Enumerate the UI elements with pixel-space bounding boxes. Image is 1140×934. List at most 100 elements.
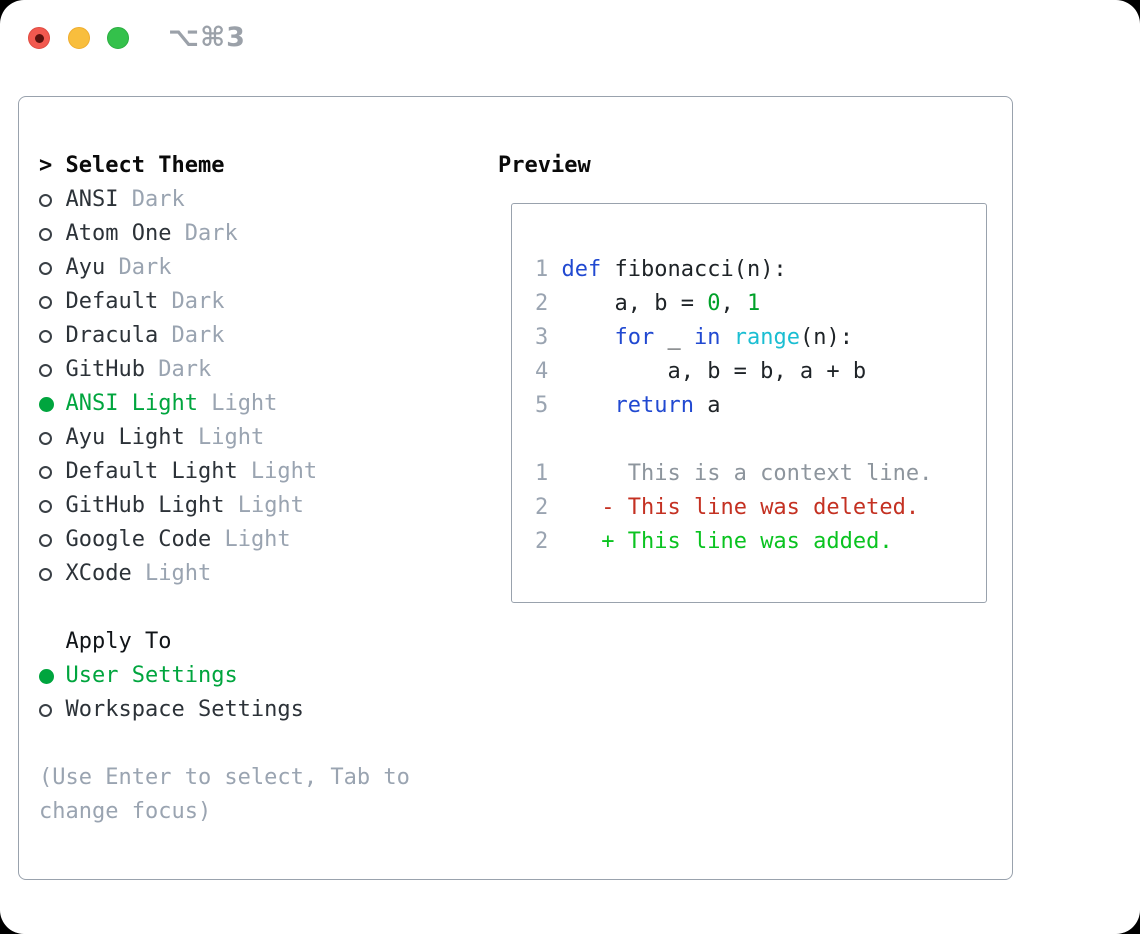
theme-name: Google Code <box>65 527 212 552</box>
code-token: for <box>614 325 655 350</box>
apply-item-user-settings[interactable]: User Settings <box>39 659 499 693</box>
theme-item-xcode[interactable]: XCode Light <box>39 557 499 591</box>
theme-item-github[interactable]: GitHub Dark <box>39 353 499 387</box>
radio-marker <box>39 703 66 717</box>
theme-item-default[interactable]: Default Dark <box>39 285 499 319</box>
radio-unselected-icon <box>39 193 52 207</box>
theme-variant-tag: Light <box>237 459 318 484</box>
radio-selected-icon <box>39 396 54 412</box>
line-number <box>535 427 562 452</box>
radio-unselected-icon <box>39 499 52 513</box>
close-dot-icon <box>34 33 44 43</box>
cursor-icon: > <box>39 153 53 178</box>
code-token: - This line was deleted. <box>601 495 920 520</box>
code-line: 1 def fibonacci(n): <box>535 253 932 287</box>
preview-box: 1 def fibonacci(n): 2 a, b = 0, 1 3 for _ … <box>511 203 987 603</box>
code-token <box>562 495 602 520</box>
minimize-button[interactable] <box>68 27 90 49</box>
code-line: 4 a, b = b, a + b <box>535 355 932 389</box>
code-token: _ <box>654 325 694 350</box>
usage-hint: (Use Enter to select, Tab to change focu… <box>39 765 424 824</box>
line-number: 2 <box>535 291 562 316</box>
theme-variant-tag: Dark <box>158 289 225 314</box>
radio-unselected-icon <box>39 567 52 581</box>
code-preview: 1 def fibonacci(n): 2 a, b = 0, 1 3 for _ … <box>535 253 932 559</box>
code-token: , <box>720 291 747 316</box>
line-number: 2 <box>535 529 562 554</box>
theme-name: Default <box>65 289 159 314</box>
radio-unselected-icon <box>39 227 52 241</box>
code-token: (n): <box>799 325 853 350</box>
theme-name: GitHub <box>65 357 145 382</box>
code-token: return <box>614 393 694 418</box>
code-token: fibonacci(n): <box>601 257 787 282</box>
preview-header: Preview <box>498 153 591 178</box>
radio-unselected-icon <box>39 703 52 717</box>
spacer <box>39 591 499 625</box>
radio-unselected-icon <box>39 329 52 343</box>
code-token <box>562 529 602 554</box>
theme-item-github-light[interactable]: GitHub Light Light <box>39 489 499 523</box>
close-button[interactable] <box>28 27 50 49</box>
code-token: def <box>561 257 602 282</box>
apply-item-workspace-settings[interactable]: Workspace Settings <box>39 693 499 727</box>
code-token: a, b = b, a + b <box>561 359 867 384</box>
theme-item-default-light[interactable]: Default Light Light <box>39 455 499 489</box>
theme-item-google-code[interactable]: Google Code Light <box>39 523 499 557</box>
theme-name: Dracula <box>65 323 159 348</box>
code-line <box>535 423 932 457</box>
code-token: in <box>693 325 721 350</box>
code-token <box>562 325 615 350</box>
radio-marker <box>39 261 66 275</box>
line-number: 5 <box>535 393 562 418</box>
code-token: 0 <box>707 291 721 316</box>
theme-variant-tag: Dark <box>171 221 238 246</box>
code-line: 2 + This line was added. <box>535 525 932 559</box>
radio-unselected-icon <box>39 465 52 479</box>
radio-marker <box>39 193 66 207</box>
theme-item-ayu-light[interactable]: Ayu Light Light <box>39 421 499 455</box>
theme-variant-tag: Light <box>197 391 278 416</box>
code-token: This is a context line. <box>561 461 933 486</box>
theme-item-ansi[interactable]: ANSI Dark <box>39 183 499 217</box>
theme-variant-tag: Light <box>131 561 212 586</box>
theme-variant-tag: Light <box>224 493 304 518</box>
radio-unselected-icon <box>39 295 52 309</box>
theme-name: ANSI <box>65 187 119 212</box>
radio-marker <box>39 465 66 479</box>
zoom-button[interactable] <box>107 27 129 49</box>
code-token: range <box>733 325 800 350</box>
code-line: 3 for _ in range(n): <box>535 321 932 355</box>
code-line: 5 return a <box>535 389 932 423</box>
apply-target-name: User Settings <box>65 663 238 688</box>
theme-name: XCode <box>65 561 132 586</box>
theme-item-dracula[interactable]: Dracula Dark <box>39 319 499 353</box>
radio-marker <box>39 329 66 343</box>
theme-name: Ayu Light <box>65 425 185 450</box>
radio-marker <box>39 396 66 412</box>
radio-unselected-icon <box>39 261 52 275</box>
theme-variant-tag: Dark <box>105 255 172 280</box>
theme-variant-tag: Dark <box>158 323 225 348</box>
code-token: + This line was added. <box>601 529 893 554</box>
theme-name: Atom One <box>65 221 172 246</box>
radio-selected-icon <box>39 668 54 684</box>
theme-item-atom-one[interactable]: Atom One Dark <box>39 217 499 251</box>
radio-unselected-icon <box>39 363 52 377</box>
cursor-marker: > <box>39 149 66 183</box>
theme-item-ansi-light[interactable]: ANSI Light Light <box>39 387 499 421</box>
radio-marker <box>39 499 66 513</box>
code-token: 1 <box>746 291 761 316</box>
theme-item-ayu[interactable]: Ayu Dark <box>39 251 499 285</box>
radio-marker <box>39 567 66 581</box>
radio-marker <box>39 533 66 547</box>
code-token: a, b = <box>561 291 708 316</box>
code-token <box>720 325 733 350</box>
keyboard-shortcut-label: ⌥⌘3 <box>168 22 246 53</box>
